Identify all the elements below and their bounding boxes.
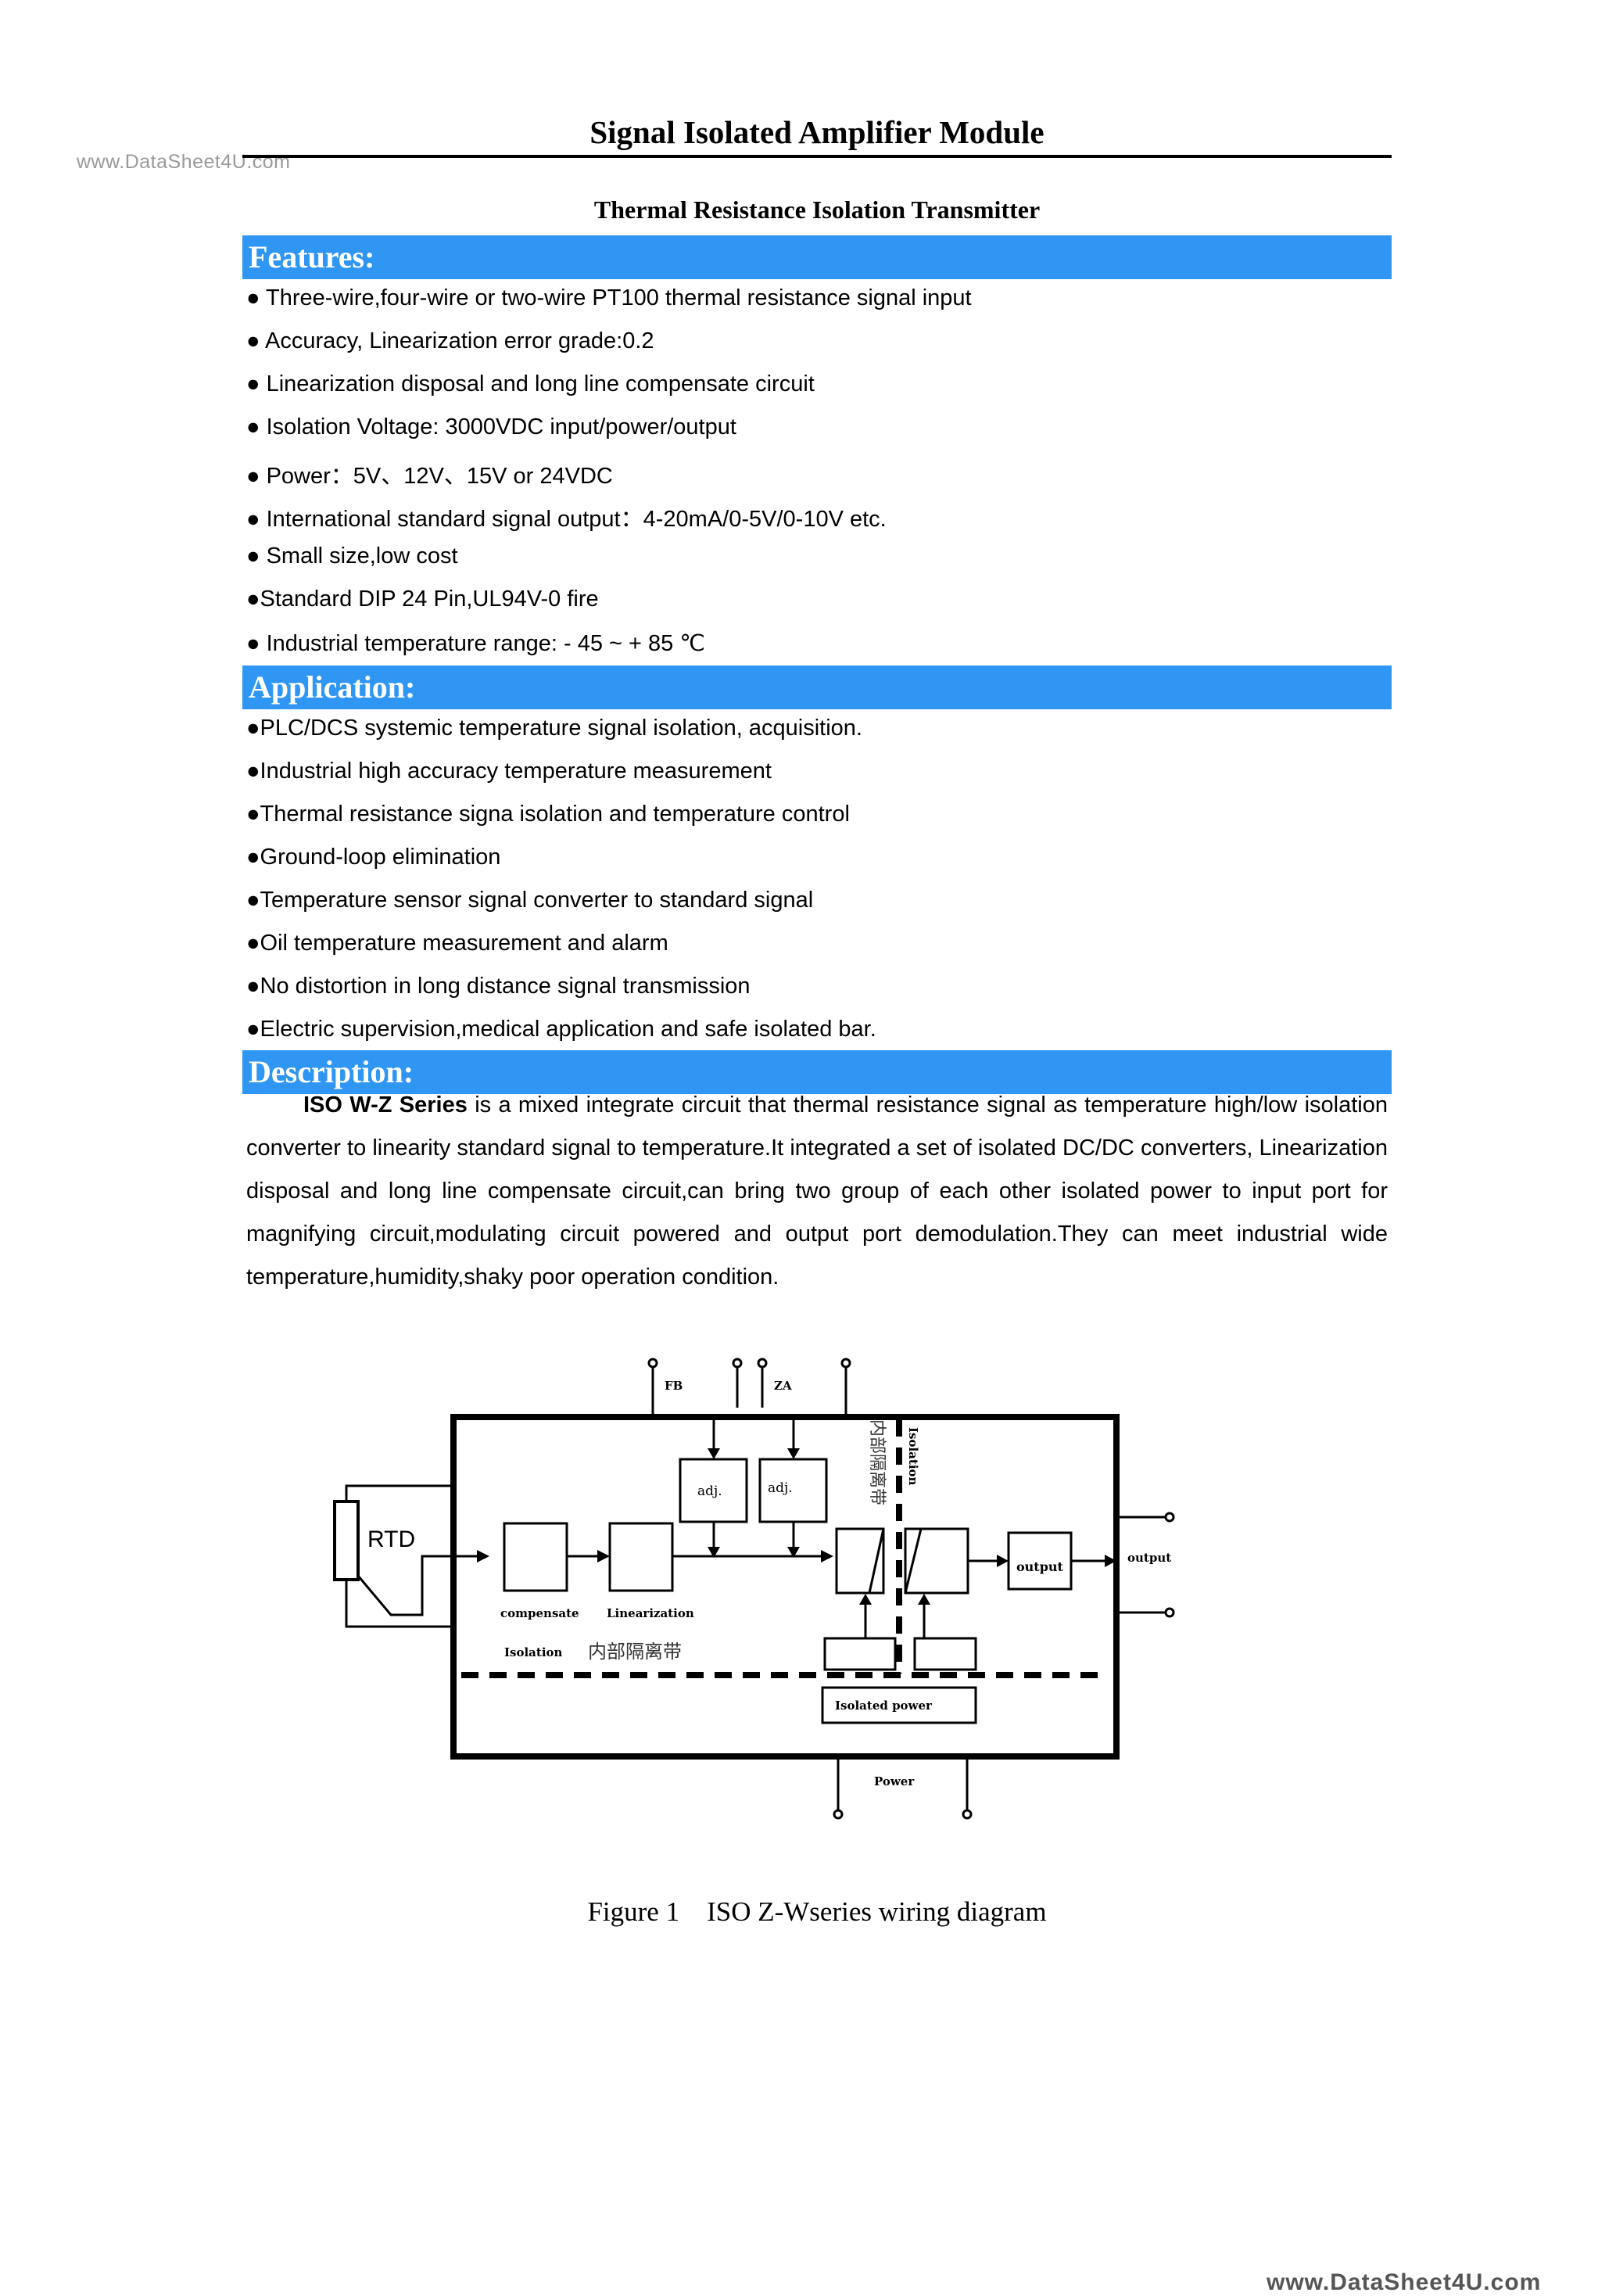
terminal-za xyxy=(757,1358,768,1369)
watermark-top: www.DataSheet4U.com xyxy=(77,151,291,173)
application-heading-bar: Application: xyxy=(242,665,1392,709)
figure-caption: Figure 1 ISO Z-Wseries wiring diagram xyxy=(587,1896,1047,1927)
terminal-output-1 xyxy=(1164,1512,1175,1523)
label-isolation-cn-vertical: 内部隔离带 xyxy=(867,1419,887,1505)
terminal-output-2 xyxy=(1164,1607,1175,1618)
page-title: Signal Isolated Amplifier Module xyxy=(589,114,1044,150)
modulator-block xyxy=(835,1527,885,1595)
description-heading-bar: Description: xyxy=(242,1050,1392,1094)
label-output-terminal: output xyxy=(1127,1551,1171,1565)
demodulator-block xyxy=(904,1527,969,1595)
supply-block-1 xyxy=(823,1637,897,1671)
supply-block-2 xyxy=(913,1637,977,1671)
application-item: ●Temperature sensor signal converter to … xyxy=(246,888,814,913)
application-item: ●Thermal resistance signa isolation and … xyxy=(246,802,850,827)
terminal-top-right xyxy=(840,1358,851,1369)
application-heading: Application: xyxy=(249,669,416,705)
label-adj-2: adj. xyxy=(768,1480,793,1496)
watermark-bottom: www.DataSheet4U.com xyxy=(1267,2269,1542,2295)
label-isolation-horizontal: Isolation xyxy=(504,1645,563,1659)
feature-item: ● Industrial temperature range: - 45 ~ +… xyxy=(246,631,705,656)
label-adj-1: adj. xyxy=(697,1483,722,1499)
compensate-block xyxy=(503,1522,568,1592)
label-isolation-vertical: Isolation xyxy=(906,1427,920,1486)
application-item: ●No distortion in long distance signal t… xyxy=(246,974,751,999)
feature-item: ● Small size,low cost xyxy=(246,544,458,569)
application-item: ●Electric supervision,medical applicatio… xyxy=(246,1017,876,1042)
feature-item: ● Three-wire,four-wire or two-wire PT100… xyxy=(246,285,972,310)
feature-item: ● Linearization disposal and long line c… xyxy=(246,371,815,396)
terminal-power-1 xyxy=(833,1809,844,1820)
description-heading: Description: xyxy=(249,1054,414,1089)
terminal-adj1 xyxy=(732,1358,743,1369)
label-fb: FB xyxy=(665,1379,683,1393)
module-frame xyxy=(450,1414,1120,1760)
label-za: ZA xyxy=(774,1379,792,1393)
page-subtitle: Thermal Resistance Isolation Transmitter xyxy=(593,196,1041,224)
terminal-power-2 xyxy=(962,1809,973,1820)
feature-item: ●Standard DIP 24 Pin,UL94V-0 fire xyxy=(246,587,599,612)
feature-item: ● International standard signal output：4… xyxy=(246,507,887,532)
description-body: is a mixed integrate circuit that therma… xyxy=(246,1092,1388,1290)
application-item: ●Oil temperature measurement and alarm xyxy=(246,931,668,956)
feature-item: ● Accuracy, Linearization error grade:0.… xyxy=(246,328,654,353)
label-output-block: output xyxy=(1016,1559,1064,1574)
application-item: ●Industrial high accuracy temperature me… xyxy=(246,759,772,784)
feature-item: ● Power：5V、12V、15V or 24VDC xyxy=(246,464,613,489)
label-rtd: RTD xyxy=(367,1526,415,1552)
application-item: ●PLC/DCS systemic temperature signal iso… xyxy=(246,716,862,741)
linearization-block xyxy=(608,1522,674,1592)
terminal-fb xyxy=(647,1358,658,1369)
features-heading: Features: xyxy=(249,239,375,274)
isolated-power-block xyxy=(821,1686,977,1724)
label-isolated-power: Isolated power xyxy=(835,1699,933,1713)
title-rule xyxy=(242,155,1392,158)
rtd-resistor xyxy=(333,1500,360,1581)
application-item: ●Ground-loop elimination xyxy=(246,845,501,870)
label-isolation-cn-horizontal: 内部隔离带 xyxy=(588,1641,682,1663)
description-paragraph: ISO W-Z Series is a mixed integrate circ… xyxy=(246,1084,1388,1299)
label-power: Power xyxy=(874,1774,915,1788)
label-compensate: compensate xyxy=(500,1606,579,1620)
features-heading-bar: Features: xyxy=(242,235,1392,279)
label-linearization: Linearization xyxy=(607,1606,694,1620)
series-name: ISO W-Z Series xyxy=(303,1092,468,1118)
feature-item: ● Isolation Voltage: 3000VDC input/power… xyxy=(246,414,736,439)
